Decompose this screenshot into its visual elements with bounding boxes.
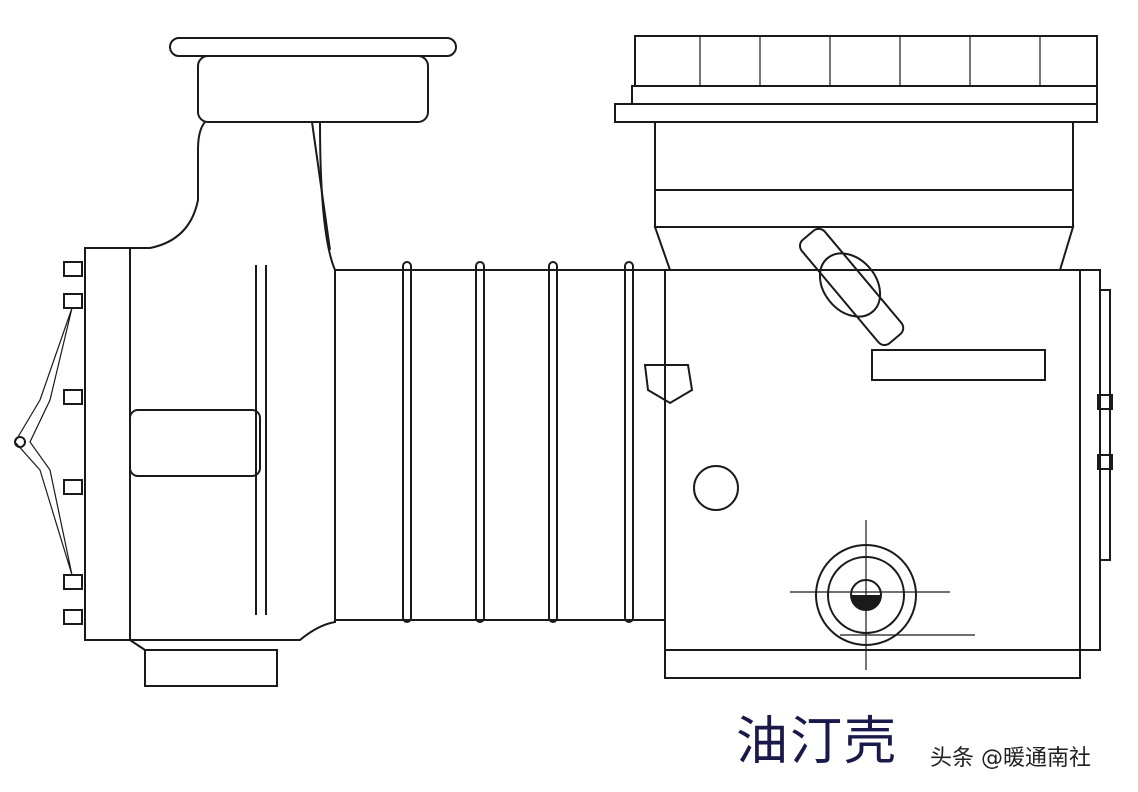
cylinder-body xyxy=(335,269,665,621)
side-bracket xyxy=(871,349,1046,381)
end-cover-bolts xyxy=(14,261,83,625)
cylinder-head xyxy=(614,35,1098,271)
foot-edge xyxy=(129,639,146,651)
motor-housing xyxy=(84,121,336,641)
cooling-ribs xyxy=(402,261,634,623)
crankcase xyxy=(664,269,1081,651)
housing-edge xyxy=(311,121,331,251)
suction-flange xyxy=(169,37,457,57)
part-label: 油汀壳 xyxy=(736,712,899,772)
discharge-valve xyxy=(798,227,905,346)
watermark: 头条 @暖通南社 xyxy=(930,746,1091,771)
oil-valve xyxy=(790,520,975,670)
lifting-eye xyxy=(643,364,694,405)
terminal-box xyxy=(129,409,261,477)
bottom-foot xyxy=(144,649,278,687)
right-fittings xyxy=(1097,289,1113,561)
base xyxy=(664,649,1081,679)
suction-neck xyxy=(197,55,429,123)
sight-plug xyxy=(693,465,739,511)
